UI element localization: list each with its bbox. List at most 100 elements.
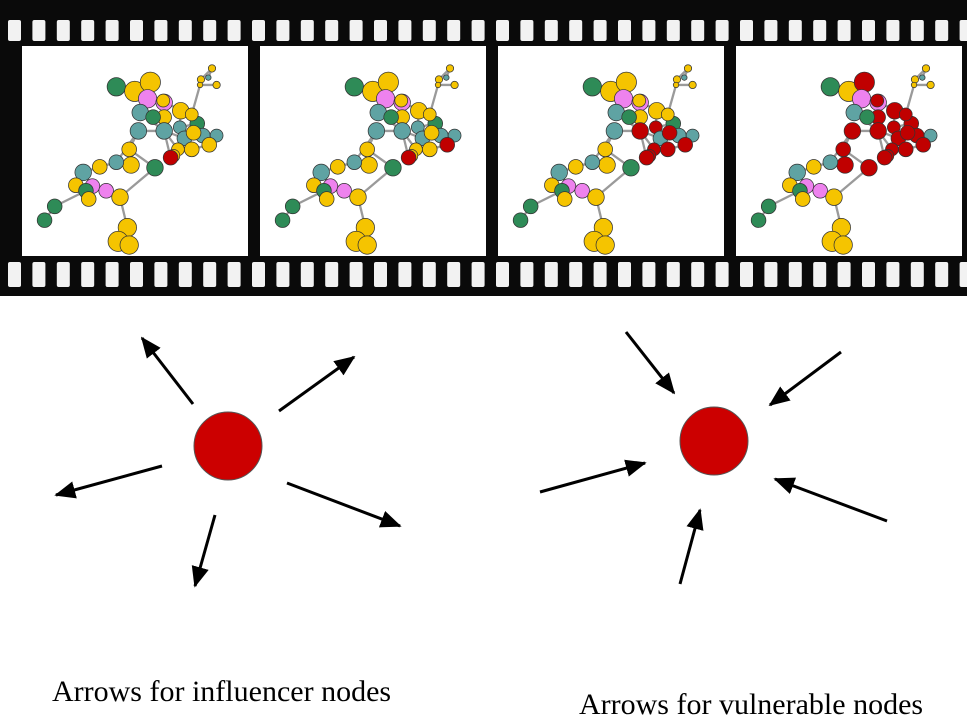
outward-arrow [286,481,402,528]
network-node [284,198,301,215]
network-node [688,80,697,90]
network-node [106,77,126,97]
sprocket-hole [813,20,827,41]
network-node [812,183,828,199]
network-node [360,156,378,174]
sprocket-hole [764,20,778,41]
inward-arrow [773,477,888,523]
sprocket-hole [666,20,680,41]
sprocket-hole [276,262,290,287]
sprocket-hole [715,262,729,287]
infected-node [162,149,179,166]
sprocket-hole [642,262,656,287]
network-node [910,81,918,89]
network-frame [22,46,248,256]
sprocket-hole [471,262,485,287]
network-node [184,141,200,158]
sprocket-hole [154,262,168,287]
infected-node [661,125,678,141]
sprocket-hole [32,262,46,287]
sprocket-hole [862,262,875,287]
network-node [660,107,675,122]
sprocket-hole [300,20,314,41]
sprocket-hole [276,20,290,41]
network-node [139,71,161,93]
outward-arrow [278,355,356,413]
influencer-diagram [54,336,402,588]
infected-node [876,149,893,166]
sprocket-hole [544,20,558,41]
sprocket-hole [252,262,265,287]
inward-arrow [768,350,842,407]
outward-arrow [54,464,163,499]
network-node [318,191,335,207]
outward-arrow [191,514,217,588]
network-node [750,212,767,228]
network-node [820,77,840,97]
outward-arrow [140,336,195,405]
network-node [522,198,539,215]
sprocket-hole [56,262,70,287]
infected-node [860,159,878,177]
network-node [597,141,613,158]
sprocket-hole [935,262,949,287]
network-node [512,212,529,228]
sprocket-row-bottom [8,262,967,287]
sprocket-hole [959,262,967,287]
network-node [595,235,615,255]
infected-node [677,137,693,153]
infected-node [835,141,851,158]
sprocket-hole [496,20,509,41]
network-node [46,198,63,215]
sprocket-hole [154,20,168,41]
network-node [822,154,839,170]
infected-node [869,122,887,140]
network-node [450,80,459,90]
infected-node [631,122,649,140]
sprocket-hole [618,262,631,287]
network-node [155,122,173,140]
sprocket-hole [691,20,705,41]
sprocket-hole [862,20,875,41]
infected-node [899,125,916,141]
network-node [312,163,330,182]
sprocket-hole [593,262,607,287]
network-node [760,198,777,215]
sprocket-hole [105,20,119,41]
network-node [121,141,137,158]
network-node [145,109,161,125]
network-node [205,74,212,81]
network-node [622,159,640,177]
sprocket-hole [398,20,412,41]
sprocket-hole [349,262,363,287]
sprocket-hole [374,262,387,287]
sprocket-hole [8,20,21,41]
network-node [274,212,291,228]
sprocket-hole [325,262,339,287]
sprocket-hole [715,20,729,41]
vulnerable-node [679,406,749,476]
sprocket-hole [837,20,851,41]
inward-arrow [624,331,676,395]
sprocket-hole [81,20,95,41]
network-node [394,93,409,108]
network-node [434,81,442,89]
network-node [681,74,688,81]
network-node [377,71,399,93]
network-node [336,183,352,199]
sprocket-hole [740,20,753,41]
sprocket-hole [349,20,363,41]
network-node [367,122,386,140]
network-node [422,141,438,158]
network-node [683,64,693,73]
network-node [146,159,164,177]
sprocket-hole [203,262,217,287]
network-node [393,122,411,140]
sprocket-hole [788,262,802,287]
network-node [156,93,171,108]
network-node [357,235,377,255]
network-node [445,64,455,73]
sprocket-hole [252,20,265,41]
sprocket-hole [496,262,509,287]
influencer-node [193,411,263,481]
